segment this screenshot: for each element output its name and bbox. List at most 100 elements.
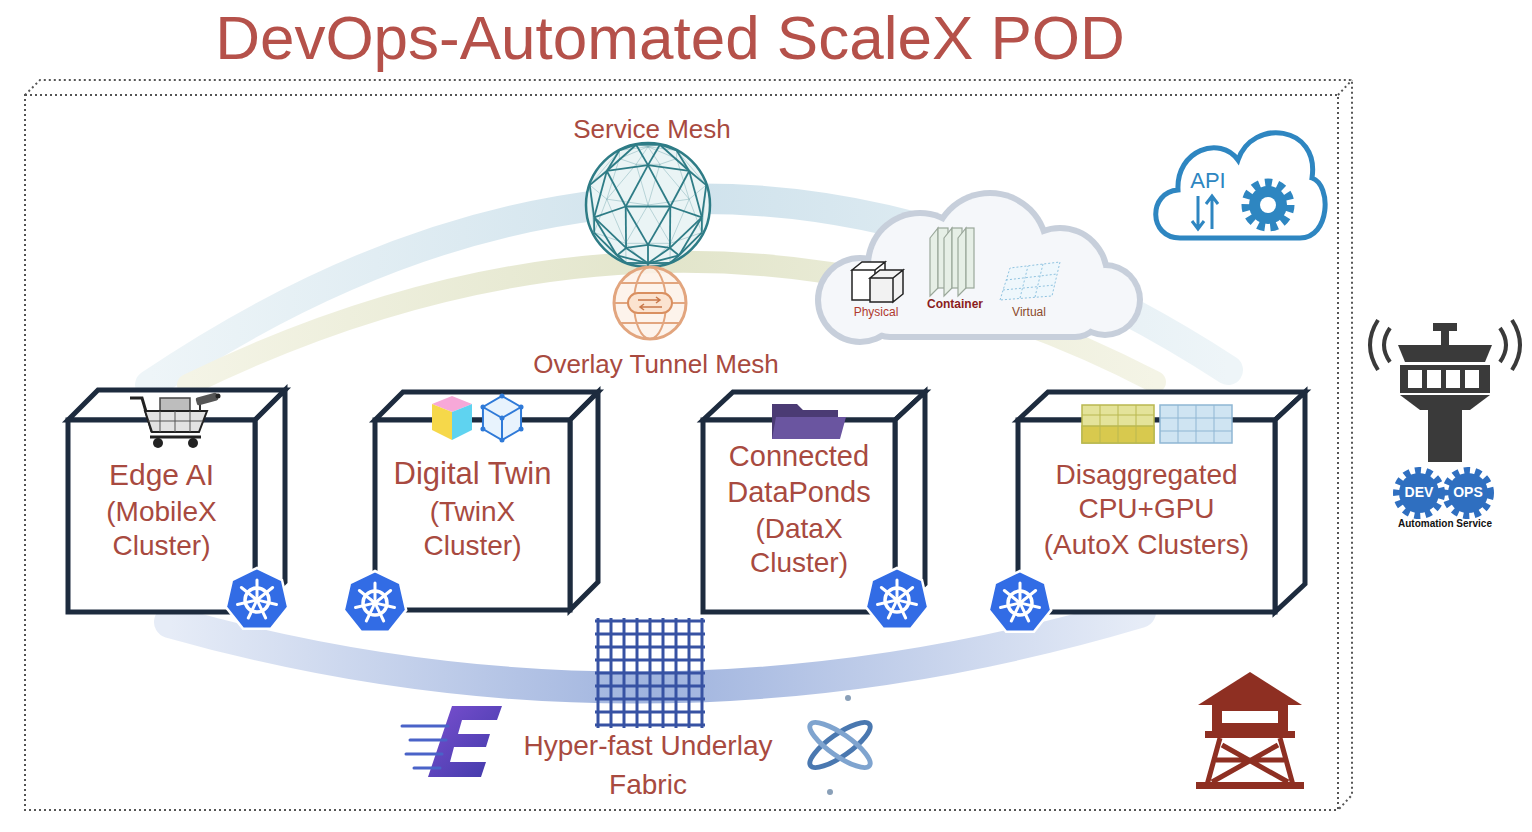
cluster-cube: Disaggregated CPU+GPU(AutoX Clusters) <box>1018 392 1305 612</box>
fabric-grid-icon <box>595 618 705 728</box>
swirl-logo-icon <box>804 695 876 795</box>
cluster-subtitle: (DataX Cluster) <box>715 512 883 580</box>
control-tower-icon <box>1428 410 1462 462</box>
fabric-label: Hyper-fast Underlay Fabric <box>498 726 798 804</box>
smart-cart-icon <box>145 411 207 432</box>
devops-gears <box>1448 473 1488 513</box>
sphere-edge <box>619 147 648 151</box>
twin-cubes-icon <box>500 438 505 443</box>
deployment-cloud <box>815 190 1143 345</box>
smart-cart-icon <box>216 394 221 399</box>
twin-cubes-icon <box>452 404 472 440</box>
kubernetes-icon <box>1017 600 1024 607</box>
control-tower-icon <box>1370 320 1520 370</box>
grid-line <box>595 685 705 688</box>
kubernetes-icon <box>374 583 377 599</box>
kubernetes-icon <box>378 591 391 601</box>
kubernetes-icon <box>366 607 373 621</box>
sphere-edge <box>648 164 660 205</box>
sphere-edge <box>607 199 626 243</box>
globe-tunnel-icon <box>614 267 686 339</box>
kubernetes-icon <box>254 597 261 604</box>
container-icon <box>966 228 974 288</box>
sphere-edge <box>590 185 594 217</box>
cloud-item-label: Container <box>915 297 995 311</box>
cube-outline <box>375 392 598 610</box>
kubernetes-icon <box>372 600 379 607</box>
cluster-subtitle: (MobileX Cluster) <box>80 495 243 563</box>
control-tower-icon <box>1370 320 1520 462</box>
twin-cubes-icon <box>502 407 521 418</box>
kubernetes-icon <box>900 588 913 598</box>
sphere-edge <box>619 150 620 158</box>
sphere-edge <box>689 185 706 199</box>
control-tower-icon <box>1400 395 1490 410</box>
kubernetes-icon <box>866 568 928 629</box>
compute-blocks-icon <box>1082 405 1154 443</box>
virtual-icon <box>1000 262 1060 300</box>
sphere-edge <box>648 262 670 264</box>
sphere-edge <box>648 147 660 165</box>
control-tower-icon <box>1408 370 1422 388</box>
devops-gears <box>1397 471 1441 515</box>
kubernetes-icon <box>259 604 266 618</box>
kubernetes-icon <box>261 601 277 605</box>
smart-cart-icon <box>148 411 203 432</box>
virtual-icon <box>1003 264 1057 298</box>
sphere-edge <box>702 185 706 232</box>
sphere-edge <box>607 199 648 205</box>
kubernetes-icon <box>899 604 906 618</box>
gear-label: DEV <box>1399 484 1439 501</box>
control-tower-icon <box>1398 345 1492 362</box>
control-tower-icon <box>1446 370 1460 388</box>
twin-cubes-icon <box>432 394 524 443</box>
cube-outline <box>375 420 570 610</box>
swirl-logo-icon <box>845 695 851 701</box>
sphere-edge <box>636 164 660 165</box>
sphere-edge <box>626 165 648 206</box>
api-label: API <box>1178 168 1238 194</box>
sphere-edge <box>669 243 670 263</box>
kubernetes-icon <box>1019 583 1022 599</box>
globe-tunnel-icon <box>638 297 662 310</box>
folder-icon <box>772 404 846 439</box>
container-icon <box>930 228 974 296</box>
deployment-cloud <box>821 196 1137 339</box>
watchtower-icon <box>1212 705 1288 731</box>
twin-cubes-icon <box>483 407 502 418</box>
sphere-edge <box>626 207 648 245</box>
twin-cubes-icon <box>432 404 452 440</box>
cluster-name: Edge AI <box>109 457 214 494</box>
grid-line <box>595 633 705 636</box>
sphere-edge <box>670 207 702 218</box>
sphere-edge <box>619 159 636 165</box>
underlay-fabric-arc <box>170 612 1140 688</box>
cube-outline <box>703 420 895 612</box>
watchtower-icon <box>1198 672 1302 705</box>
globe-tunnel-icon <box>614 283 686 323</box>
cloud-item-label: Virtual <box>999 305 1059 319</box>
virtual-icon <box>1000 262 1060 300</box>
watchtower-icon <box>1222 711 1278 723</box>
cube-face: Connected DataPonds(DataX Cluster) <box>703 420 895 612</box>
smart-cart-icon <box>160 398 190 411</box>
api-cloud-icon <box>1156 133 1325 238</box>
cube-outline <box>570 392 598 610</box>
devops-gears <box>1399 473 1439 513</box>
service-label: Automation Service <box>1375 518 1515 530</box>
cube-face: Edge AI(MobileX Cluster) <box>68 420 255 612</box>
physical-icon <box>870 270 903 302</box>
sphere-edge <box>590 150 620 185</box>
smart-cart-icon <box>195 392 218 405</box>
compute-blocks-icon <box>1160 405 1232 443</box>
control-tower-icon <box>1441 331 1449 345</box>
grid-line <box>595 672 705 675</box>
kubernetes-icon <box>1004 591 1017 601</box>
api-cloud-icon <box>1246 183 1290 227</box>
sphere-edge <box>660 164 689 199</box>
cloud-item-label: Physical <box>841 305 911 319</box>
twin-cubes-icon <box>480 405 485 410</box>
mesh-label: Service Mesh <box>522 114 782 145</box>
sphere-edge <box>594 233 626 263</box>
folder-icon <box>772 417 846 439</box>
